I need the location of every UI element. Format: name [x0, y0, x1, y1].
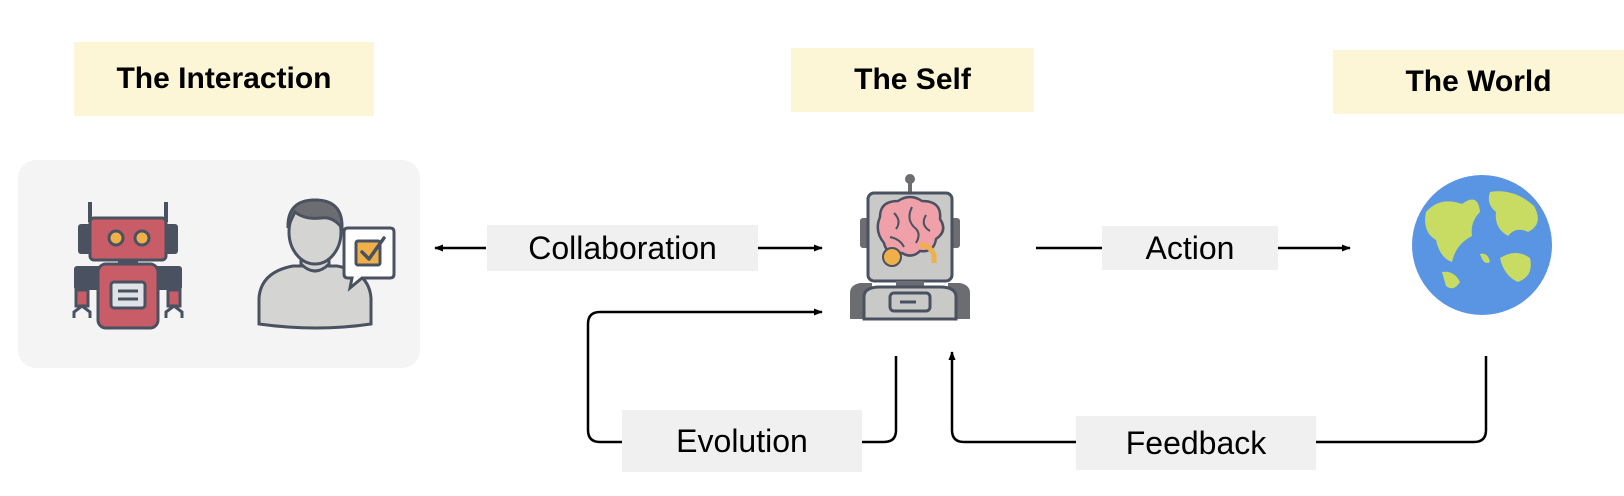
title-the-self: The Self	[791, 48, 1034, 112]
person-icon	[257, 198, 373, 330]
robot-brain-icon	[850, 174, 970, 321]
globe-icon	[1412, 175, 1552, 315]
title-the-world: The World	[1333, 50, 1624, 114]
collaboration-label: Collaboration	[487, 225, 758, 271]
checkbox-speech-bubble-icon	[342, 226, 396, 292]
feedback-label: Feedback	[1076, 416, 1316, 470]
action-label: Action	[1102, 226, 1278, 270]
evolution-arrow	[586, 308, 898, 444]
evolution-label: Evolution	[622, 410, 862, 472]
title-the-interaction: The Interaction	[74, 42, 374, 116]
feedback-arrow	[948, 351, 1488, 444]
robot-icon	[72, 202, 184, 330]
